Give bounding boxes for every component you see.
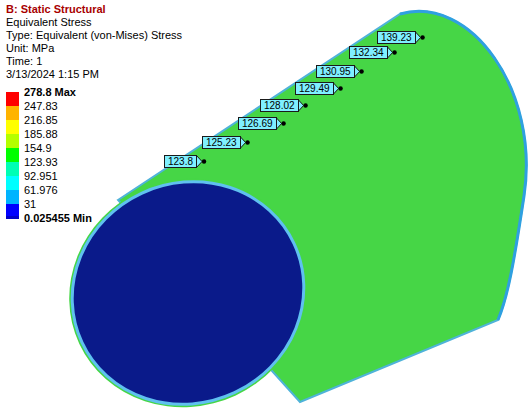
probe-point <box>281 121 285 125</box>
probe-point <box>392 50 396 54</box>
probe-callout: 128.02 <box>260 99 299 112</box>
header-line: Unit: MPa <box>6 42 54 55</box>
color-band <box>6 120 19 134</box>
probe-point <box>303 103 307 107</box>
near-rim-fill <box>31 140 344 412</box>
probe-point <box>359 69 363 73</box>
legend-value: 278.8 Max <box>24 86 76 99</box>
color-band <box>6 106 19 120</box>
color-band <box>6 92 19 106</box>
probe-callout: 126.69 <box>238 117 277 130</box>
legend-value: 92.951 <box>24 170 58 183</box>
legend-value: 31 <box>24 198 36 211</box>
probe-callout: 139.23 <box>377 31 416 44</box>
far-rim <box>400 11 526 320</box>
header-line: Equivalent Stress <box>6 16 92 29</box>
probe-callout: 130.95 <box>316 65 355 78</box>
header-line: Type: Equivalent (von-Mises) Stress <box>6 29 182 42</box>
color-band <box>6 148 19 162</box>
legend-value: 216.85 <box>24 114 58 127</box>
analysis-title: B: Static Structural <box>6 3 106 16</box>
legend-value: 123.93 <box>24 156 58 169</box>
legend-value: 185.88 <box>24 128 58 141</box>
near-end-face <box>35 144 340 412</box>
color-band <box>6 134 19 148</box>
header-line: Time: 1 <box>6 55 42 68</box>
legend-value: 247.83 <box>24 100 58 113</box>
probe-callout: 123.8 <box>164 155 197 168</box>
color-band <box>6 190 19 204</box>
probe-point <box>202 159 206 163</box>
legend-value: 0.025455 Min <box>24 212 92 225</box>
probe-callout: 129.49 <box>295 82 334 95</box>
probe-point <box>420 35 424 39</box>
probe-callout: 132.34 <box>349 46 388 59</box>
color-band <box>6 162 19 176</box>
legend-value: 61.976 <box>24 184 58 197</box>
header-line: 3/13/2024 1:15 PM <box>6 68 99 81</box>
probe-callout: 125.23 <box>202 136 241 149</box>
color-band <box>6 216 19 219</box>
probe-point <box>245 140 249 144</box>
color-band <box>6 176 19 190</box>
legend-value: 154.9 <box>24 142 52 155</box>
probe-point <box>338 86 342 90</box>
